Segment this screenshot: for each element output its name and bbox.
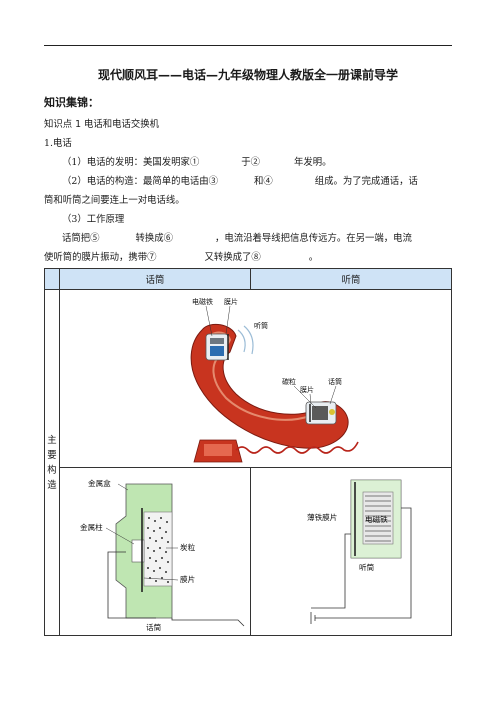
label-receiver: 听筒 xyxy=(359,562,375,572)
section-heading: 知识集锦： xyxy=(44,96,99,109)
text-segment: 于② xyxy=(241,157,260,168)
leader-line xyxy=(309,393,312,405)
knowledge-point-heading: 知识点 1 电话和电话交换机 xyxy=(44,119,160,130)
leader-line xyxy=(293,385,317,409)
text-segment: 转换成⑥ xyxy=(135,233,174,244)
carbon-chamber xyxy=(143,511,173,587)
label-mic: 话筒 xyxy=(146,622,162,632)
table-row: 主 要 构 造 xyxy=(44,289,452,636)
receiver-figure-cell: 薄铁膜片 电磁铁 听筒 xyxy=(250,467,452,636)
mic-terminal xyxy=(329,409,335,415)
invention-line: （1）电话的发明：美国发明家① 于② 年发明。 xyxy=(62,154,332,168)
handset-highlight xyxy=(209,331,311,421)
text-segment: 。 xyxy=(308,252,319,263)
label-diaphragm-top: 膜片 xyxy=(224,297,238,306)
table-header-row: 话筒 听筒 xyxy=(44,268,452,290)
text-segment: （1）电话的发明：美国发明家① xyxy=(62,157,200,168)
carbon-granules xyxy=(147,517,169,583)
label-electromagnet: 电磁铁 xyxy=(365,514,388,524)
side-char: 造 xyxy=(47,479,57,491)
label-carbon: 炭粒 xyxy=(180,542,196,552)
leader-line xyxy=(225,305,231,335)
structure-line-cont: 筒和听筒之间要连上一对电话线。 xyxy=(44,195,185,206)
receiver-figure: 薄铁膜片 电磁铁 听筒 xyxy=(307,479,412,624)
side-char: 构 xyxy=(47,464,57,476)
sound-wave xyxy=(243,325,254,355)
structure-line: （2）电话的构造：最简单的电话由③ 和④ 组成。为了完成通话，话 xyxy=(62,173,418,187)
leader-line xyxy=(105,527,135,545)
leader-line xyxy=(205,305,213,337)
label-carbon: 碳粒 xyxy=(282,377,296,386)
wire xyxy=(335,507,412,619)
item-heading: 1.电话 xyxy=(44,138,72,149)
text-segment: 使听筒的膜片振动，携带⑦ xyxy=(44,252,157,263)
leader-line xyxy=(329,385,337,405)
coil-windings xyxy=(365,495,391,542)
label-metal-post: 金属柱 xyxy=(80,522,103,532)
label-metal-box: 金属盒 xyxy=(88,478,111,488)
label-diaphragm: 膜片 xyxy=(180,574,195,584)
telephone-figure-cell: 电磁铁 膜片 听筒 碳粒 膜片 话筒 xyxy=(59,289,452,468)
sound-wave xyxy=(237,329,246,353)
text-segment: ，电流沿着导线把信息传远方。在另一端，电流 xyxy=(215,233,412,244)
metal-post xyxy=(131,539,145,563)
electromagnet-part xyxy=(210,338,224,344)
text-segment: （2）电话的构造：最简单的电话由③ xyxy=(62,176,218,187)
side-label: 主 要 构 造 xyxy=(44,289,60,636)
phone-keypad xyxy=(204,444,232,456)
label-diaphragm-mid: 膜片 xyxy=(300,385,314,394)
wire xyxy=(311,533,351,609)
leader-line xyxy=(143,577,179,581)
text-segment: 和④ xyxy=(253,176,273,187)
header-rule xyxy=(44,45,452,46)
telephone-figure: 电磁铁 膜片 听筒 碳粒 膜片 话筒 xyxy=(190,297,359,463)
mic-figure-cell: 金属盒 金属柱 炭粒 膜片 话筒 xyxy=(59,467,251,636)
structure-table: 话筒 听筒 主 要 构 造 xyxy=(44,268,452,636)
mic-figure: 金属盒 金属柱 炭粒 膜片 话筒 xyxy=(80,478,245,632)
header-mic: 话筒 xyxy=(59,268,251,290)
label-iron-diaphragm: 薄铁膜片 xyxy=(307,512,337,522)
header-blank xyxy=(44,268,60,290)
table-row: 金属盒 金属柱 炭粒 膜片 话筒 xyxy=(45,467,452,636)
header-receiver: 听筒 xyxy=(250,268,452,290)
wire xyxy=(171,618,245,627)
text-segment: 又转换成了⑧ xyxy=(204,252,261,263)
side-char: 要 xyxy=(47,449,57,461)
text-segment: 话筒把⑤ xyxy=(62,233,100,244)
principle-heading: （3）工作原理 xyxy=(62,214,125,225)
side-char: 主 xyxy=(47,434,57,446)
label-receiver: 听筒 xyxy=(254,321,268,330)
work-line: 话筒把⑤ 转换成⑥ ，电流沿着导线把信息传远方。在另一端，电流 xyxy=(62,230,412,244)
page-title: 现代顺风耳——电话—九年级物理人教版全一册课前导学 xyxy=(97,68,398,82)
wire xyxy=(107,551,156,619)
magnet-part xyxy=(210,346,224,356)
phone-cord xyxy=(235,441,359,454)
text-segment: 年发明。 xyxy=(293,157,332,168)
label-electromagnet: 电磁铁 xyxy=(192,297,213,306)
label-mic: 话筒 xyxy=(328,377,342,386)
leader-line xyxy=(117,483,129,491)
text-segment: 组成。为了完成通话，话 xyxy=(314,176,418,187)
work-line-cont: 使听筒的膜片振动，携带⑦ 又转换成了⑧ 。 xyxy=(44,249,318,263)
carbon-part xyxy=(312,406,328,420)
